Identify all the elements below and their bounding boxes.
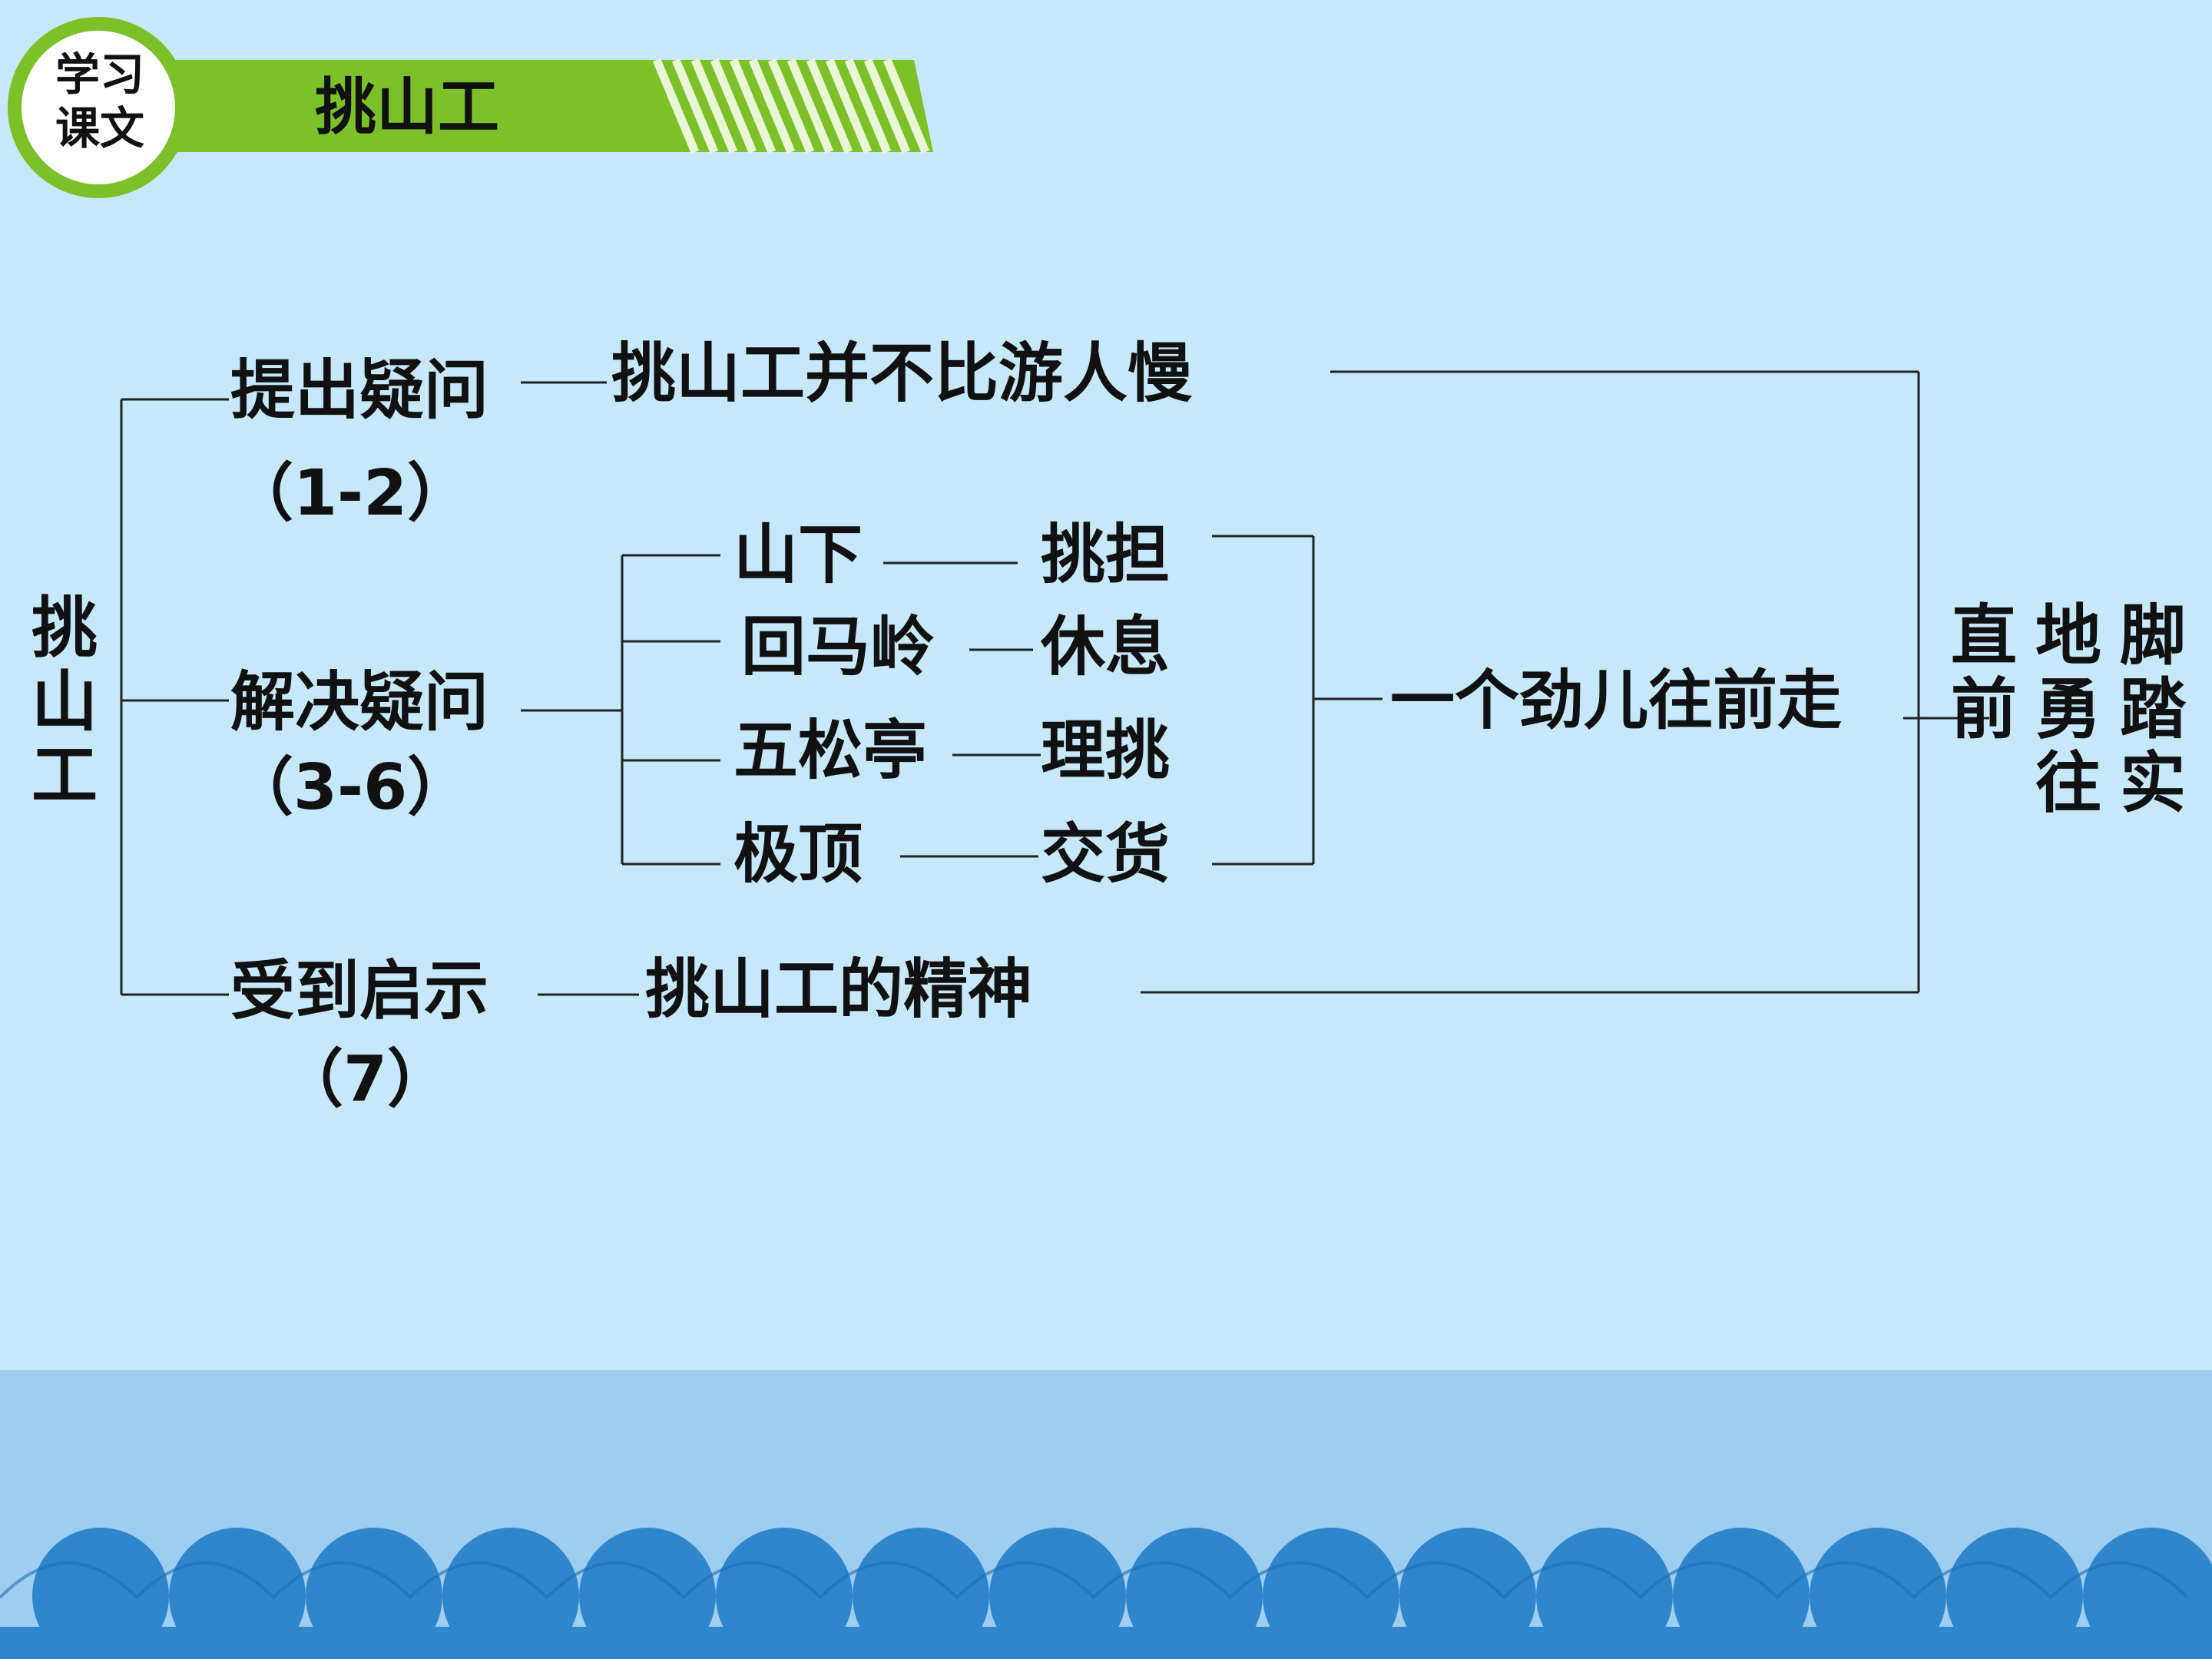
- section-badge: 学习 课文: [46, 48, 154, 155]
- branch-range-insight: （7）: [280, 1043, 451, 1116]
- conclusion-column: 脚踏实: [2120, 597, 2186, 822]
- conclusion-column: 地勇往: [2035, 597, 2101, 822]
- sub-item-action: 交货: [1041, 816, 1171, 892]
- branch-label-solve: 解决疑问: [230, 664, 489, 740]
- diagram-root: 挑 山 工: [28, 591, 101, 813]
- sub-item-place: 山下: [733, 516, 863, 592]
- root-char: 山: [31, 663, 98, 740]
- sub-item-place: 回马岭: [741, 608, 935, 684]
- header-banner: [8, 17, 933, 198]
- diagram-connectors: [120, 370, 1989, 996]
- conclusion-column: 直前: [1951, 597, 2017, 748]
- branch-detail-insight: 挑山工的精神: [645, 951, 1033, 1027]
- root-char: 工: [31, 737, 98, 814]
- badge-line-2: 课文: [55, 102, 144, 154]
- branch-range-solve: （3-6）: [230, 751, 471, 824]
- sub-item-action: 挑担: [1041, 516, 1171, 592]
- branch-detail-question: 挑山工并不比游人慢: [611, 335, 1193, 411]
- sub-item-place: 五松亭: [733, 712, 928, 788]
- sub-item-action: 休息: [1041, 608, 1171, 684]
- sub-item-place: 极顶: [733, 816, 863, 892]
- summary-text: 一个劲儿往前走: [1390, 662, 1843, 738]
- lesson-title: 挑山工: [315, 71, 499, 143]
- badge-line-1: 学习: [55, 48, 144, 101]
- sub-item-action: 理挑: [1041, 712, 1171, 788]
- branch-label-question: 提出疑问: [230, 352, 489, 428]
- wave-decoration: [32, 1528, 2212, 1659]
- root-char: 挑: [31, 589, 98, 667]
- branch-label-insight: 受到启示: [230, 952, 489, 1028]
- branch-range-question: （1-2）: [230, 457, 471, 530]
